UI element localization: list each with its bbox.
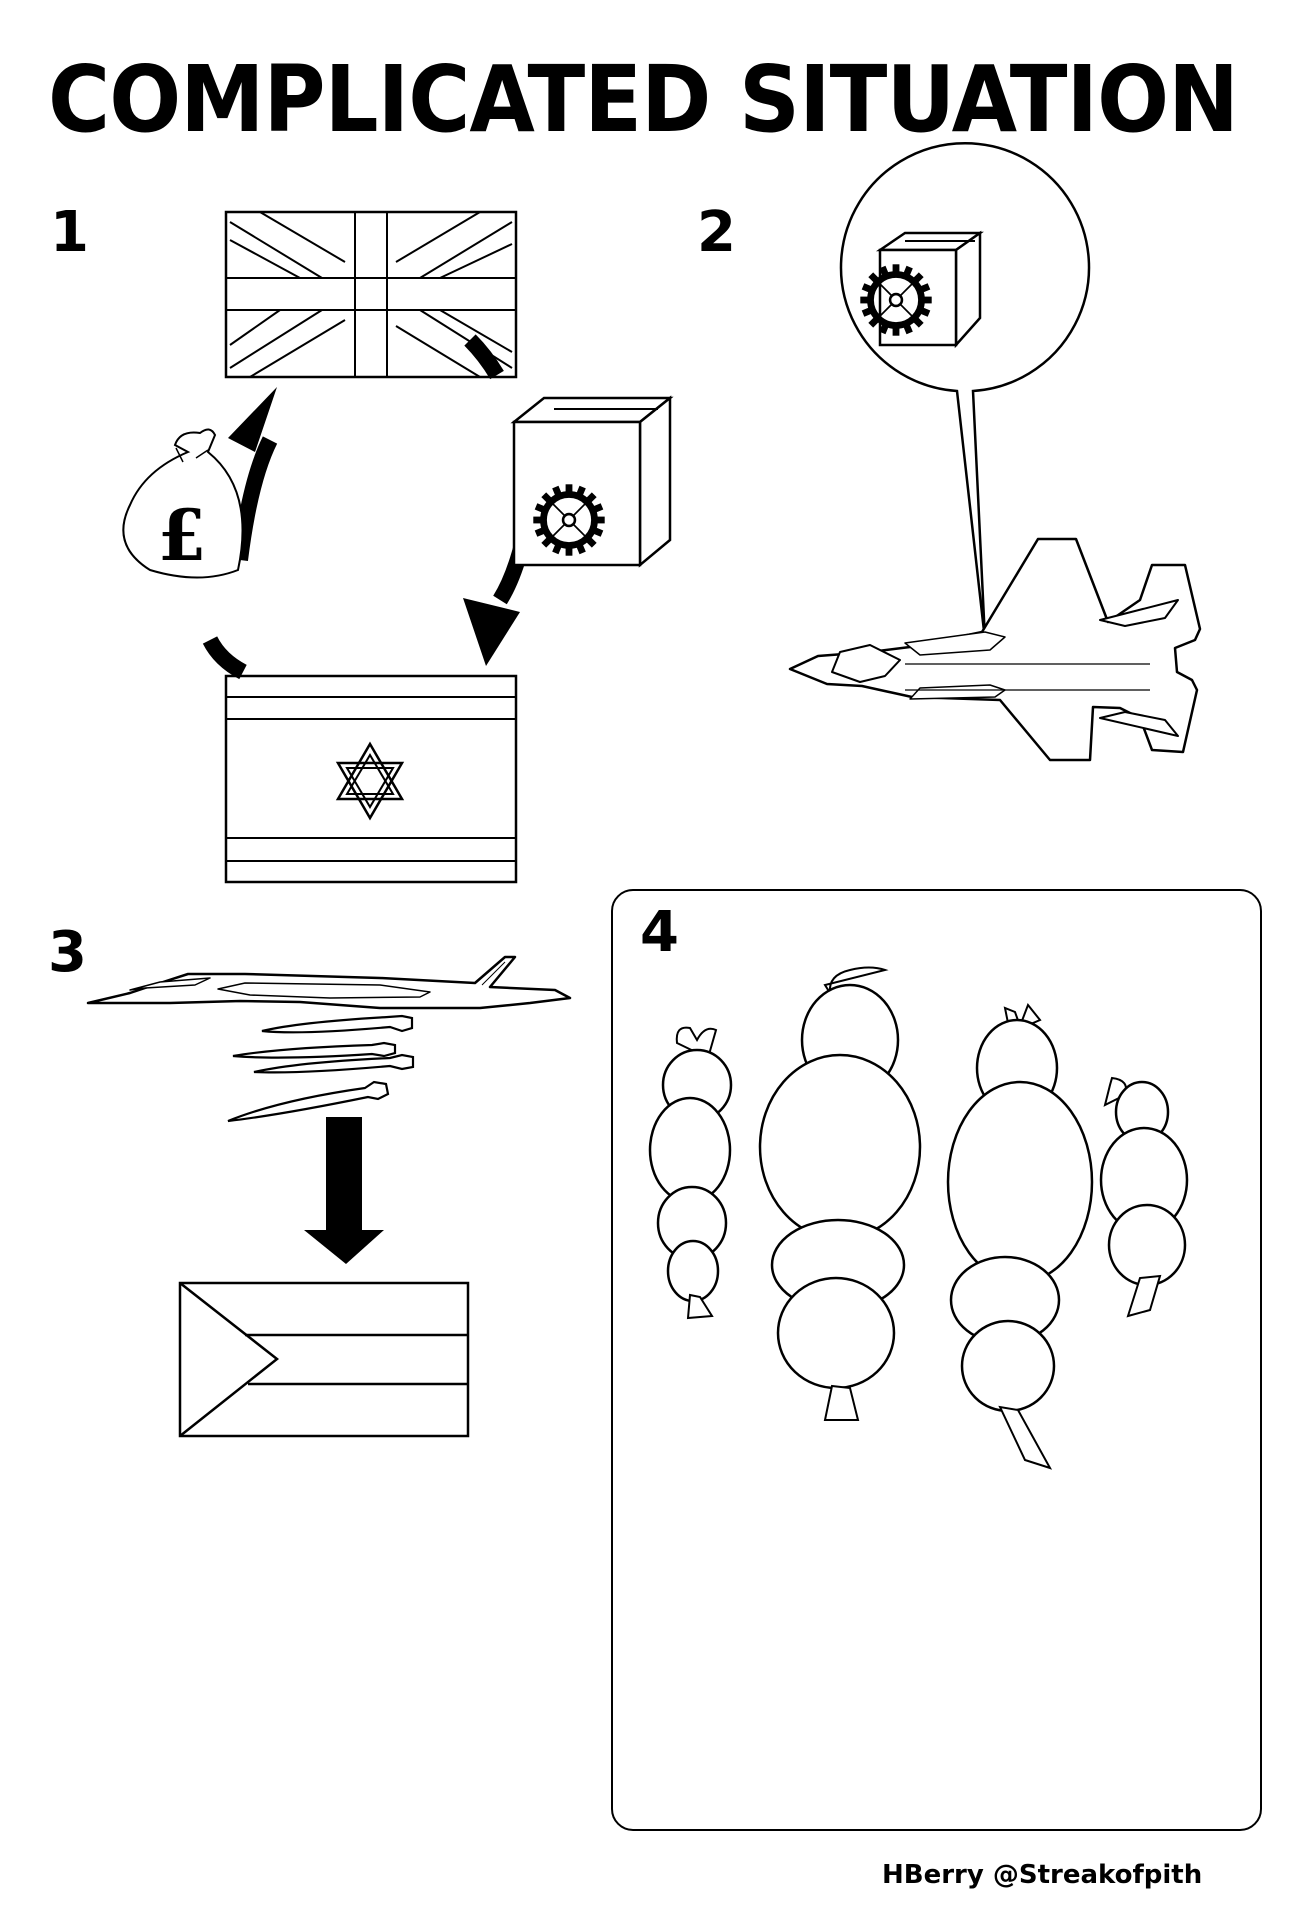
gear-icon <box>860 264 931 335</box>
gear-icon <box>533 484 604 555</box>
bomb-4 <box>227 1080 390 1123</box>
bomb-2 <box>232 1041 397 1059</box>
step-number-4: 4 <box>640 900 679 965</box>
pound-icon: £ <box>158 494 207 577</box>
artist-credit: HBerry @Streakofpith <box>882 1860 1203 1890</box>
shrouded-body-1 <box>648 1026 733 1320</box>
shrouded-bodies <box>648 966 1189 1470</box>
shrouded-body-3 <box>946 1003 1094 1470</box>
shrouded-body-2 <box>758 966 922 1421</box>
parts-box-with-gear <box>510 395 674 568</box>
israel-flag <box>224 674 518 884</box>
arrow-head-to-israel <box>463 598 520 666</box>
parts-box-with-gear-magnified <box>860 230 984 349</box>
step-number-3: 3 <box>48 920 87 985</box>
star-of-david-icon <box>335 741 405 821</box>
fighter-jet-top-view <box>788 537 1202 762</box>
money-bag: £ <box>122 428 244 579</box>
bomb-3 <box>253 1053 415 1074</box>
palestine-flag <box>178 1281 470 1438</box>
bombs <box>227 1014 415 1123</box>
uk-flag <box>224 210 518 379</box>
step-number-1: 1 <box>50 200 89 265</box>
fighter-jet-side-view <box>86 955 572 1010</box>
step-number-2: 2 <box>697 200 736 265</box>
shrouded-body-4 <box>1099 1076 1189 1318</box>
step-4-panel <box>611 889 1262 1831</box>
down-arrow <box>304 1117 384 1264</box>
page-title: COMPLICATED SITUATION <box>48 46 1239 153</box>
bomb-1 <box>261 1014 414 1034</box>
arrow-head-to-uk <box>228 387 277 452</box>
